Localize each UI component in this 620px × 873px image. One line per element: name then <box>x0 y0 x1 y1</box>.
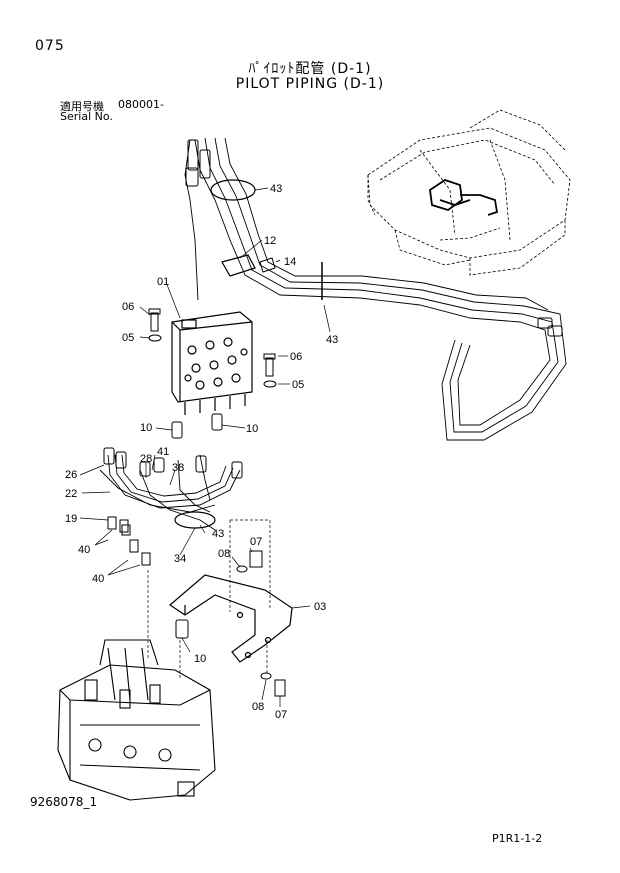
fitting-10-left <box>171 421 183 439</box>
callout-43-mid: 43 <box>326 334 338 346</box>
callout-07-top: 07 <box>250 536 262 548</box>
callout-05-right: 05 <box>292 379 304 391</box>
callout-01: 01 <box>157 276 169 288</box>
callout-07-bottom: 07 <box>275 709 287 721</box>
pilot-valve-highlight <box>429 179 499 216</box>
callout-43-top: 43 <box>270 183 282 195</box>
bolt-07-bottom <box>274 679 286 697</box>
bracket-clamp <box>221 254 256 277</box>
callout-14: 14 <box>284 256 296 268</box>
page-number: 075 <box>35 38 65 54</box>
callout-22: 22 <box>65 488 77 500</box>
bracket-03 <box>169 574 293 663</box>
fitting-10-lower <box>175 619 189 639</box>
bolt-07-top <box>249 550 263 568</box>
valve-dashed-guide <box>147 570 181 680</box>
callout-19: 19 <box>65 513 77 525</box>
bolt-06-right <box>263 353 276 377</box>
callout-05-left: 05 <box>122 332 134 344</box>
callout-41: 41 <box>157 446 169 458</box>
callout-06-left: 06 <box>122 301 134 313</box>
washer-08-bottom <box>260 672 272 680</box>
leader-lines <box>79 187 331 707</box>
callout-08-top: 08 <box>218 548 230 560</box>
washer-05-right <box>263 380 277 388</box>
callout-06-right: 06 <box>290 351 302 363</box>
bundle-clamp <box>174 511 216 529</box>
bracket-dashed-guide <box>229 519 271 612</box>
washer-08-top <box>236 565 248 573</box>
fitting-10-right <box>211 413 223 431</box>
callout-34: 34 <box>174 553 186 565</box>
callout-labels: 43 12 14 43 01 06 05 06 05 10 10 41 28 3… <box>65 183 338 721</box>
washer-05-left <box>148 334 162 342</box>
hose-bundle <box>184 137 567 441</box>
callout-43-lower: 43 <box>212 528 224 540</box>
page-code: P1R1-1-2 <box>492 832 543 845</box>
machine-outline <box>367 109 571 276</box>
page-title: PILOT PIPING (D-1) <box>235 76 385 92</box>
pilot-valve-block <box>171 311 253 415</box>
page-title-japanese: ﾊﾟｲﾛｯﾄ配管 (D-1) <box>248 61 372 77</box>
callout-40-lower: 40 <box>92 573 104 585</box>
callout-10-lower: 10 <box>194 653 206 665</box>
callout-40-upper: 40 <box>78 544 90 556</box>
bolt-14 <box>259 257 276 273</box>
callout-03: 03 <box>314 601 326 613</box>
callout-26: 26 <box>65 469 77 481</box>
callout-10-right: 10 <box>246 423 258 435</box>
lower-hose-fittings <box>103 447 243 479</box>
drawing-number: 9268078_1 <box>30 795 98 809</box>
hose-fittings <box>185 139 563 337</box>
bolt-06-left <box>148 308 161 332</box>
control-valve <box>57 639 216 801</box>
serial-label: Serial No. <box>60 110 113 123</box>
lower-hose-bundle <box>99 454 241 531</box>
callout-12: 12 <box>264 235 276 247</box>
callout-38: 38 <box>172 462 184 474</box>
serial-value: 080001- <box>118 98 164 111</box>
callout-10-left: 10 <box>140 422 152 434</box>
serial-label-japanese: 適用号機 <box>60 100 104 113</box>
adapters-40 <box>107 516 151 566</box>
callout-28: 28 <box>140 453 152 465</box>
callout-08-bottom: 08 <box>252 701 264 713</box>
